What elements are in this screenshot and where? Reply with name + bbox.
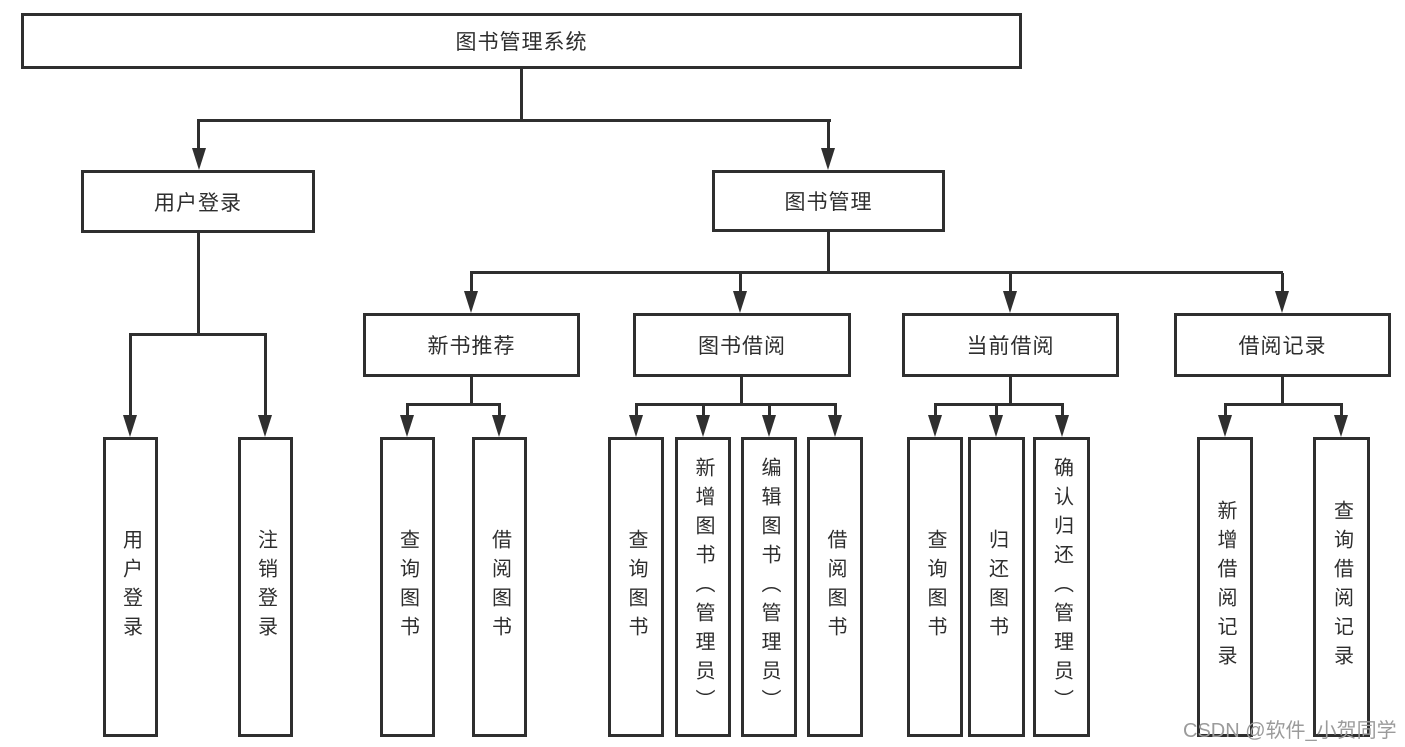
leaf-borrow-borrow-book: 借阅图书: [807, 437, 863, 737]
arrowhead-down-icon: [1003, 291, 1017, 313]
arrowhead-down-icon: [464, 291, 478, 313]
leaf-borrow-edit-book-admin: 编辑图书（管理员）: [741, 437, 797, 737]
arrowhead-down-icon: [123, 415, 137, 437]
connector-line: [406, 403, 501, 406]
arrowhead-down-icon: [492, 415, 506, 437]
arrowhead-down-icon: [1055, 415, 1069, 437]
arrowhead-down-icon: [258, 415, 272, 437]
connector-line: [768, 405, 771, 415]
connector-line: [739, 273, 742, 293]
connector-line: [470, 377, 473, 405]
connector-line: [1281, 377, 1284, 405]
arrowhead-down-icon: [821, 148, 835, 170]
arrowhead-down-icon: [989, 415, 1003, 437]
connector-line: [1061, 405, 1064, 415]
node-book-management: 图书管理: [712, 170, 945, 232]
arrowhead-down-icon: [629, 415, 643, 437]
connector-line: [827, 121, 830, 150]
connector-line: [740, 377, 743, 405]
connector-line: [635, 403, 837, 406]
connector-line: [470, 271, 1283, 274]
connector-line: [129, 333, 267, 336]
connector-line: [934, 405, 937, 415]
connector-line: [406, 405, 409, 415]
node-book-borrow: 图书借阅: [633, 313, 851, 377]
connector-line: [1224, 403, 1343, 406]
arrowhead-down-icon: [733, 291, 747, 313]
arrowhead-down-icon: [192, 148, 206, 170]
connector-line: [995, 405, 998, 415]
leaf-borrow-add-book-admin: 新增图书（管理员）: [675, 437, 731, 737]
arrowhead-down-icon: [400, 415, 414, 437]
leaf-logout-login: 注销登录: [238, 437, 293, 737]
connector-line: [702, 405, 705, 415]
node-new-book-recommend: 新书推荐: [363, 313, 580, 377]
arrowhead-down-icon: [928, 415, 942, 437]
arrowhead-down-icon: [828, 415, 842, 437]
arrowhead-down-icon: [762, 415, 776, 437]
watermark: CSDN @软件_小贺同学: [1183, 720, 1397, 742]
arrowhead-down-icon: [1218, 415, 1232, 437]
leaf-borrow-query-book: 查询图书: [608, 437, 664, 737]
connector-line: [1340, 405, 1343, 415]
connector-line: [1009, 273, 1012, 293]
leaf-recommend-borrow-book: 借阅图书: [472, 437, 527, 737]
connector-line: [520, 69, 523, 121]
leaf-current-return-book: 归还图书: [968, 437, 1025, 737]
connector-line: [827, 232, 830, 273]
leaf-records-query-record: 查询借阅记录: [1313, 437, 1370, 737]
arrowhead-down-icon: [1275, 291, 1289, 313]
connector-line: [834, 405, 837, 415]
connector-line: [934, 403, 1064, 406]
node-borrow-records: 借阅记录: [1174, 313, 1391, 377]
connector-line: [498, 405, 501, 415]
connector-line: [1009, 377, 1012, 405]
connector-line: [264, 335, 267, 415]
leaf-recommend-query-book: 查询图书: [380, 437, 435, 737]
node-current-borrow: 当前借阅: [902, 313, 1119, 377]
arrowhead-down-icon: [1334, 415, 1348, 437]
connector-line: [470, 273, 473, 293]
arrowhead-down-icon: [696, 415, 710, 437]
leaf-current-query-book: 查询图书: [907, 437, 963, 737]
leaf-records-add-record: 新增借阅记录: [1197, 437, 1253, 737]
connector-line: [1224, 405, 1227, 415]
connector-line: [197, 233, 200, 335]
leaf-user-login: 用户登录: [103, 437, 158, 737]
node-user-login: 用户登录: [81, 170, 315, 233]
connector-line: [197, 119, 831, 122]
connector-line: [635, 405, 638, 415]
node-root: 图书管理系统: [21, 13, 1022, 69]
connector-line: [197, 121, 200, 150]
connector-line: [129, 335, 132, 415]
leaf-current-confirm-return-admin: 确认归还（管理员）: [1033, 437, 1090, 737]
connector-line: [1281, 273, 1284, 293]
